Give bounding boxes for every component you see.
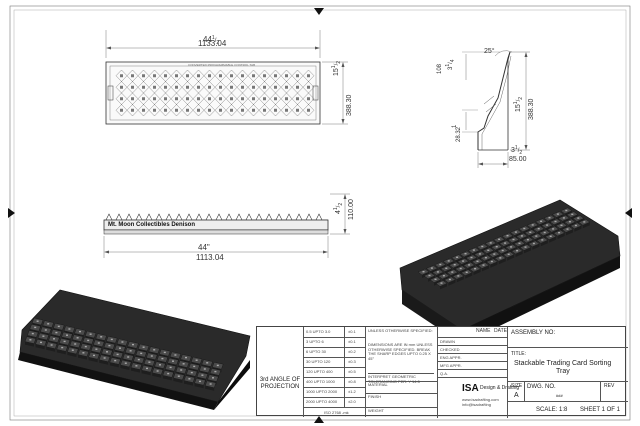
- scale-sheet-row: SCALE: 1:8 SHEET 1 OF 1: [507, 401, 628, 418]
- tolerance-row: 6 UPTO 30 ±0.2: [304, 347, 366, 358]
- weight-label: WEIGHT: [368, 408, 384, 413]
- signoff-row: MFG APPR.: [438, 361, 508, 370]
- tolerance-row: 3 UPTO 6 ±0.1: [304, 337, 366, 348]
- finish-label: FINISH: [368, 394, 382, 399]
- front-length-mm: 1113.04: [196, 253, 224, 262]
- isometric-view-right: [399, 199, 621, 344]
- side-width-mm: 388.30: [528, 98, 535, 120]
- front-height-mm: 110.00: [348, 199, 355, 220]
- tolerance-value: ±0.1: [348, 329, 356, 334]
- side-width-inch: 151/2: [513, 96, 525, 112]
- signoff-label: DRAWN: [440, 339, 455, 344]
- tolerance-range: 400 UPTO 1000: [306, 379, 335, 384]
- tolerance-value: ±0.5: [348, 369, 356, 374]
- title-label: TITLE:: [511, 351, 527, 357]
- signoff-row: CHECKED: [438, 345, 508, 354]
- top-length-inch: 441/2: [203, 35, 220, 47]
- signoff-row: ENG APPR.: [438, 353, 508, 362]
- tolerance-table: 0.5 UPTO 3.0 ±0.1 3 UPTO 6 ±0.1 6 UPTO 30 ±0.…: [303, 327, 366, 417]
- material-label: MATERIAL: [368, 382, 388, 387]
- tolerance-row: 0.5 UPTO 3.0 ±0.1: [304, 327, 366, 338]
- front-view-label: Mt. Moon Collectibles Denison: [108, 222, 196, 228]
- tolerance-range: 6 UPTO 30: [306, 349, 326, 354]
- top-length-mm: 1133.04: [198, 39, 227, 48]
- bottom-center-marker: [314, 416, 324, 423]
- name-header: NAME: [476, 328, 491, 334]
- scale: SCALE: 1:8: [536, 407, 568, 413]
- drawing-title-line1: Stackable Trading Card Sorting: [514, 360, 612, 367]
- size-label: SIZE: [511, 383, 523, 389]
- tolerance-value: ±2.0: [348, 399, 356, 404]
- tolerance-value: ±0.2: [348, 349, 356, 354]
- tolerance-range: 0.5 UPTO 3.0: [306, 329, 331, 334]
- company-email: info@isadrafting: [462, 402, 491, 407]
- tolerance-range: 1000 UPTO 2000: [306, 389, 338, 394]
- drawing-title-line2: Tray: [556, 368, 570, 375]
- tolerance-row: 2000 UPTO 4000 ±2.0: [304, 397, 366, 408]
- unless-specified: UNLESS OTHERWISE SPECIFIED:: [368, 328, 433, 333]
- sheet: SHEET 1 OF 1: [580, 407, 620, 413]
- isometric-view-left: [18, 289, 251, 410]
- dims-note: DIMENSIONS ARE IN mm UNLESS OTHERWISE SP…: [368, 342, 433, 361]
- signoff-label: Q.A.: [440, 371, 449, 376]
- side-depth-inch: 31/2: [511, 145, 523, 157]
- signoff-column: NAME DATE DRAWN CHECKED ENG APPR. MFG APPR.…: [437, 327, 508, 377]
- assembly-label: ASSEMBLY NO:: [511, 330, 556, 336]
- notes-column: UNLESS OTHERWISE SPECIFIED: DIMENSIONS A…: [365, 327, 438, 417]
- company-name: ISA: [462, 383, 479, 394]
- signoff-row: Q.A.: [438, 369, 508, 378]
- title-block: 3rd ANGLE OF PROJECTION 0.5 UPTO 3.0 ±0.1…: [256, 326, 628, 418]
- company-web: www.isadrafting.com: [462, 397, 499, 402]
- title-cell: TITLE: Stackable Trading Card Sorting Tr…: [507, 347, 628, 382]
- top-width-mm: 388.30: [346, 94, 353, 116]
- side-mid-mm: 28.32: [456, 126, 462, 142]
- dwg-value: ###: [556, 393, 563, 398]
- top-view-header-text: CONVERTED PROGRAMMABLE CONTROL TAB: [188, 63, 256, 67]
- rev-label: REV: [604, 383, 615, 389]
- company-tagline: Design & Drafting: [480, 385, 520, 391]
- signoff-label: CHECKED: [440, 347, 460, 352]
- projection-label: 3rd ANGLE OF PROJECTION: [259, 377, 301, 390]
- tolerance-value: ±0.1: [348, 339, 356, 344]
- iso-note: ISO 2768 -mk: [324, 410, 349, 415]
- tolerance-range: 3 UPTO 6: [306, 339, 324, 344]
- side-view-profile: [462, 50, 530, 168]
- top-width-inch: 151/2: [331, 60, 343, 76]
- assembly-block: ASSEMBLY NO:: [507, 327, 628, 347]
- side-angle: 25°: [484, 48, 495, 55]
- tolerance-range: 30 UPTO 120: [306, 359, 331, 364]
- right-center-marker: [625, 208, 632, 218]
- tolerance-value: ±0.8: [348, 379, 356, 384]
- tolerance-row: 400 UPTO 1000 ±0.8: [304, 377, 366, 388]
- tolerance-row: 30 UPTO 120 ±0.3: [304, 357, 366, 368]
- signoff-label: ENG APPR.: [440, 355, 462, 360]
- side-top-mm: 108: [437, 63, 443, 74]
- date-header: DATE: [494, 328, 507, 334]
- tolerance-value: ±1.2: [348, 389, 356, 394]
- size-value: A: [514, 392, 519, 399]
- signoff-row: DRAWN: [438, 337, 508, 346]
- front-view-tray: [103, 193, 350, 258]
- side-top-inch: 31/4: [445, 59, 457, 70]
- company-block: ISA Design & Drafting www.isadrafting.co…: [437, 377, 519, 418]
- left-center-marker: [8, 208, 15, 218]
- top-view-tray: [105, 30, 348, 125]
- side-depth-mm: 85.00: [509, 156, 527, 163]
- tolerance-range: 120 UPTO 400: [306, 369, 333, 374]
- tolerance-value: ±0.3: [348, 359, 356, 364]
- tolerance-row: 1000 UPTO 2000 ±1.2: [304, 387, 366, 398]
- dwg-label: DWG. NO.: [527, 384, 556, 390]
- tolerance-range: 2000 UPTO 4000: [306, 399, 338, 404]
- top-center-marker: [314, 8, 324, 15]
- front-height-inch: 41/2: [333, 202, 345, 214]
- front-length-inch: 44": [198, 243, 210, 252]
- tolerance-row: 120 UPTO 400 ±0.5: [304, 367, 366, 378]
- signoff-label: MFG APPR.: [440, 363, 462, 368]
- dwg-number-row: SIZE A DWG. NO. ### REV: [507, 381, 628, 402]
